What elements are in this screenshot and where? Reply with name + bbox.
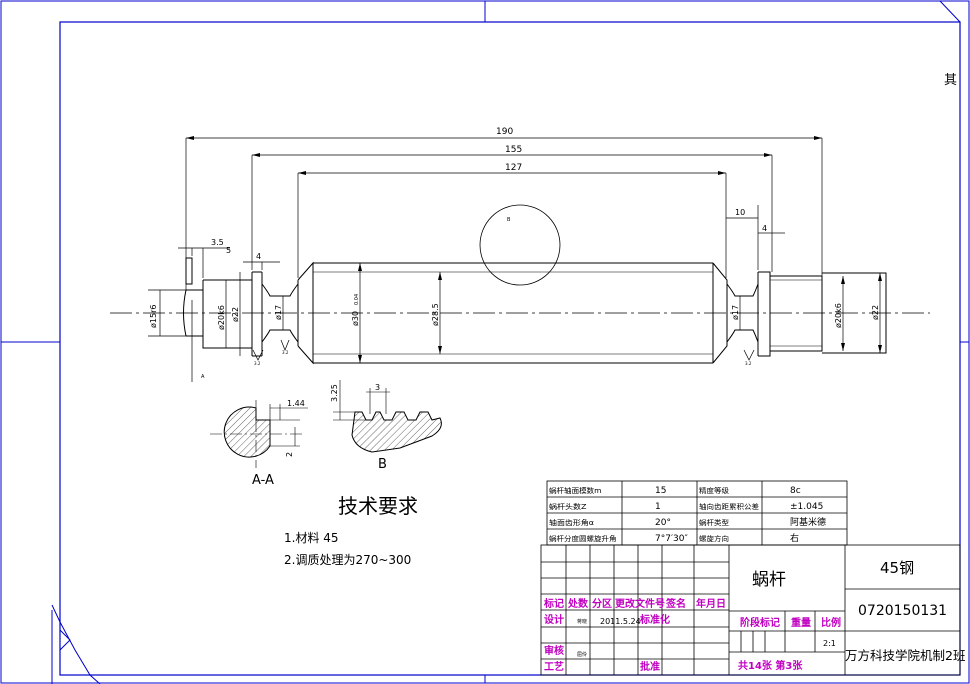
- scale-value: 2:1: [823, 639, 836, 648]
- designer-name: 蒋晓: [577, 618, 587, 625]
- roughness-label-2: 3.2: [282, 350, 289, 355]
- hdr-biaoji: 标记: [543, 597, 564, 610]
- param-cell-r1-c0: 蜗杆头数Z: [549, 502, 587, 511]
- part-name: 蜗杆: [752, 570, 786, 590]
- param-table-cells: 蜗杆轴面模数m 15 精度等级 8c 蜗杆头数Z 1 轴向齿距累积公差 ±1.045 轴面齿形角…: [549, 486, 826, 544]
- worm-shaft: [183, 257, 887, 365]
- dia-22-right: ø22: [871, 305, 880, 320]
- param-cell-r0-c3: 8c: [790, 486, 801, 496]
- param-cell-r0-c2: 精度等级: [699, 486, 729, 495]
- param-cell-r3-c3: 右: [790, 532, 799, 544]
- dim-190: 190: [496, 127, 513, 137]
- param-cell-r0-c1: 15: [655, 486, 666, 496]
- section-a-marker: A: [201, 374, 205, 380]
- inner-border: [59, 21, 961, 676]
- lbl-pizhun: 批准: [640, 660, 660, 673]
- dim-4-left: 4: [256, 252, 261, 261]
- dim-10: 10: [735, 208, 745, 217]
- param-cell-r3-c2: 螺旋方向: [699, 534, 729, 543]
- lbl-biaozhunhua: 标准化: [639, 613, 670, 626]
- hdr-wenjian: 更改文件号: [615, 597, 665, 610]
- param-cell-r1-c2: 轴向齿距累积公差: [699, 502, 759, 511]
- param-cell-r2-c0: 轴面齿形角α: [549, 518, 594, 527]
- section-aa-label: A-A: [252, 473, 274, 488]
- detail-b-label: B: [378, 457, 387, 472]
- dia-20k6-left: ø20k6: [217, 305, 226, 330]
- material: 45钢: [880, 559, 914, 577]
- sheet-count: 共14张 第3张: [738, 659, 803, 672]
- dim-5: 5: [226, 246, 231, 255]
- dim-3-5: 3.5: [211, 238, 224, 247]
- dia-15r6: ø15r6: [149, 305, 158, 328]
- param-table-grid: [546, 480, 848, 546]
- lbl-shenhe: 审核: [544, 644, 564, 657]
- detail-b-view: [333, 380, 442, 453]
- param-cell-r2-c2: 蜗杆类型: [699, 518, 729, 527]
- title-block-grid: [540, 544, 961, 676]
- school-class: 万方科技学院机制2班: [845, 648, 965, 663]
- dimension-arrows: [186, 136, 882, 363]
- hdr-qianming: 签名: [665, 597, 686, 610]
- lbl-zhongliang: 重量: [791, 616, 811, 629]
- drawing-number: 0720150131: [858, 603, 947, 619]
- roughness-symbols: [252, 339, 755, 361]
- lbl-gongyi: 工艺: [544, 660, 564, 673]
- dimension-lines: [148, 137, 881, 363]
- hdr-fenqu: 分区: [592, 597, 612, 610]
- dim-1-44: 1.44: [287, 399, 305, 408]
- detail-b-marker: B: [507, 217, 511, 223]
- param-cell-r0-c0: 蜗杆轴面模数m: [549, 486, 602, 495]
- section-aa-view: [210, 400, 308, 468]
- lbl-sheji: 设计: [544, 613, 564, 626]
- dim-4-right: 4: [762, 224, 767, 233]
- design-date: 2011.5.24: [600, 617, 641, 626]
- lbl-bili: 比例: [821, 616, 841, 629]
- hdr-date: 年月日: [696, 597, 726, 610]
- param-cell-r3-c1: 7°7′30″: [655, 534, 688, 544]
- param-cell-r3-c0: 蜗杆分度圆螺旋升角: [549, 534, 617, 543]
- roughness-label-3: 3.2: [745, 361, 752, 366]
- param-cell-r1-c1: 1: [655, 502, 661, 512]
- corner-char: 其: [944, 73, 957, 88]
- dia-30: ø30: [351, 311, 360, 326]
- dia-22-left: ø22: [231, 307, 240, 322]
- param-cell-r2-c1: 20°: [655, 518, 671, 528]
- dim-127: 127: [505, 163, 522, 173]
- lbl-jieduan: 阶段标记: [740, 616, 780, 629]
- hdr-chushu: 处数: [567, 597, 589, 610]
- dia-17-right: ø17: [731, 305, 740, 320]
- roughness-label-1: 3.2: [254, 361, 261, 366]
- detail-b-circle: [479, 204, 561, 286]
- dim-155: 155: [505, 145, 522, 155]
- dia-20k6-right: ø20k6: [834, 303, 843, 328]
- dia-28-5: ø28.5: [431, 303, 440, 326]
- requirement-2: 2.调质处理为270~300: [284, 553, 411, 567]
- param-cell-r2-c3: 阿基米德: [790, 516, 826, 528]
- dim-3: 3: [375, 383, 380, 392]
- dia-30-tolerance: 0.04: [354, 294, 360, 305]
- requirement-1: 1.材料 45: [284, 531, 339, 545]
- checker-name: 屈伶: [577, 651, 587, 658]
- dia-17-left: ø17: [274, 305, 283, 320]
- param-cell-r1-c3: ±1.045: [790, 502, 823, 512]
- dim-2: 2: [285, 452, 294, 457]
- dim-3-25: 3.25: [330, 384, 339, 402]
- requirements-title: 技术要求: [338, 494, 418, 518]
